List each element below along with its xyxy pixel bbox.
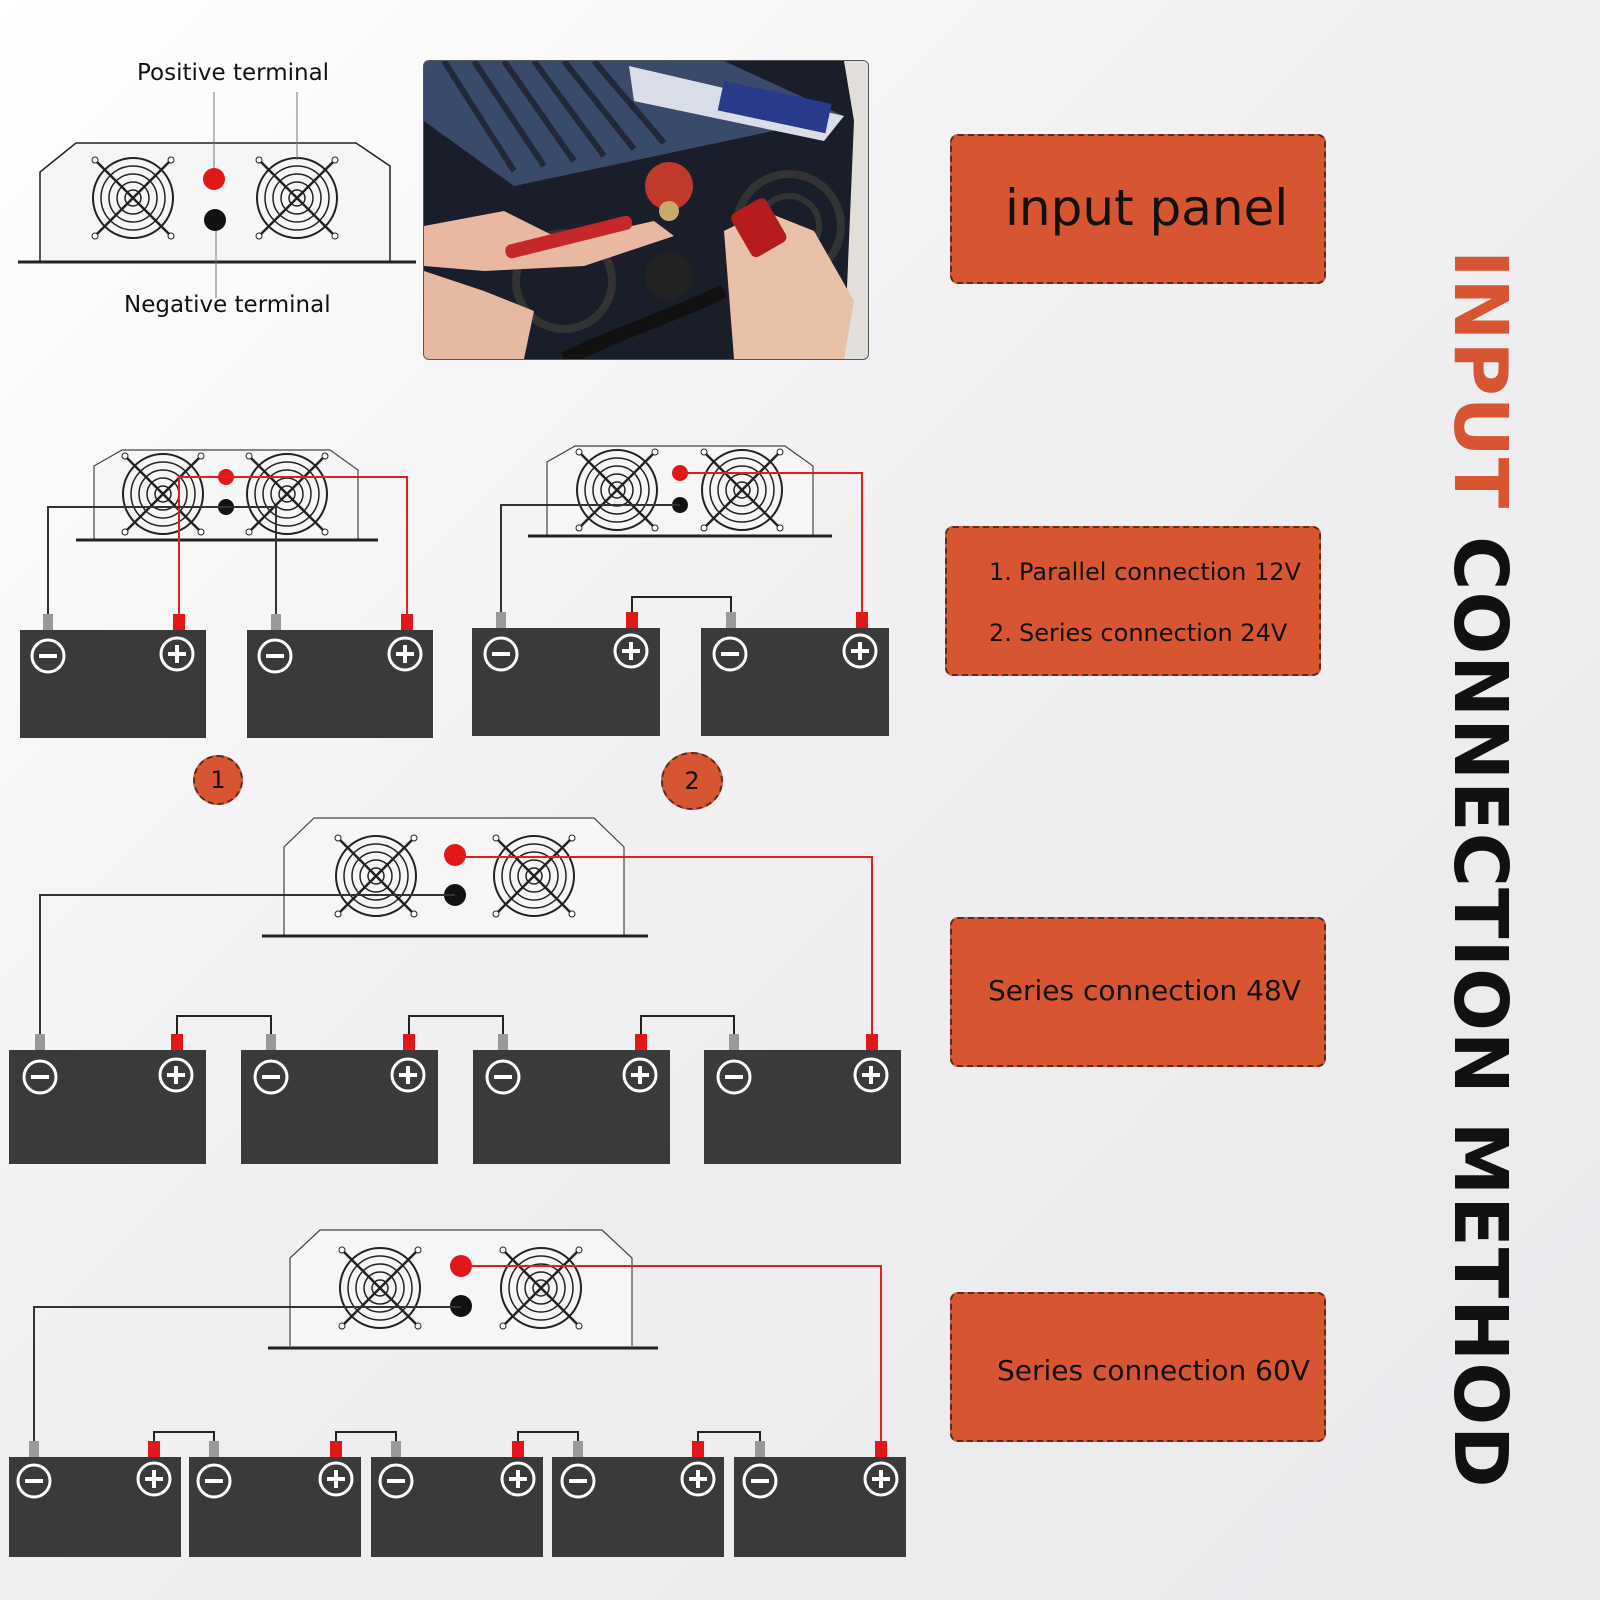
series-60v-box: Series connection 60V <box>950 1292 1326 1442</box>
list-item-2-number: 2. <box>989 619 1012 647</box>
title-accent: INPUT <box>1437 250 1523 510</box>
negative-terminal-icon <box>204 209 226 231</box>
series-48v-diagram <box>9 817 901 1164</box>
series-48v-box: Series connection 48V <box>950 917 1326 1067</box>
positive-terminal-label: Positive terminal <box>137 60 330 86</box>
inverter-panel-top <box>18 92 416 298</box>
parallel-diagram <box>20 449 433 738</box>
list-item-1-number: 1. <box>989 558 1012 586</box>
badge-2: 2 <box>661 752 723 810</box>
series-60v-label: Series connection 60V <box>997 1354 1310 1387</box>
input-panel-box: input panel <box>950 134 1326 284</box>
connection-list-box: 1. Parallel connection 12V 2. Series con… <box>945 526 1321 676</box>
inverter-photo <box>423 60 869 360</box>
page-title: INPUT CONNECTION METHOD <box>1437 250 1523 1489</box>
list-item-2: Series connection 24V <box>1019 619 1288 647</box>
title-rest: CONNECTION METHOD <box>1437 509 1523 1489</box>
series-24v-diagram <box>472 445 889 736</box>
input-panel-label: input panel <box>1005 179 1289 237</box>
list-item-1: Parallel connection 12V <box>1019 558 1301 586</box>
series-48v-label: Series connection 48V <box>988 974 1301 1007</box>
positive-terminal-icon <box>203 168 225 190</box>
negative-terminal-label: Negative terminal <box>124 292 331 318</box>
badge-1: 1 <box>193 755 243 805</box>
series-60v-diagram <box>9 1229 906 1557</box>
